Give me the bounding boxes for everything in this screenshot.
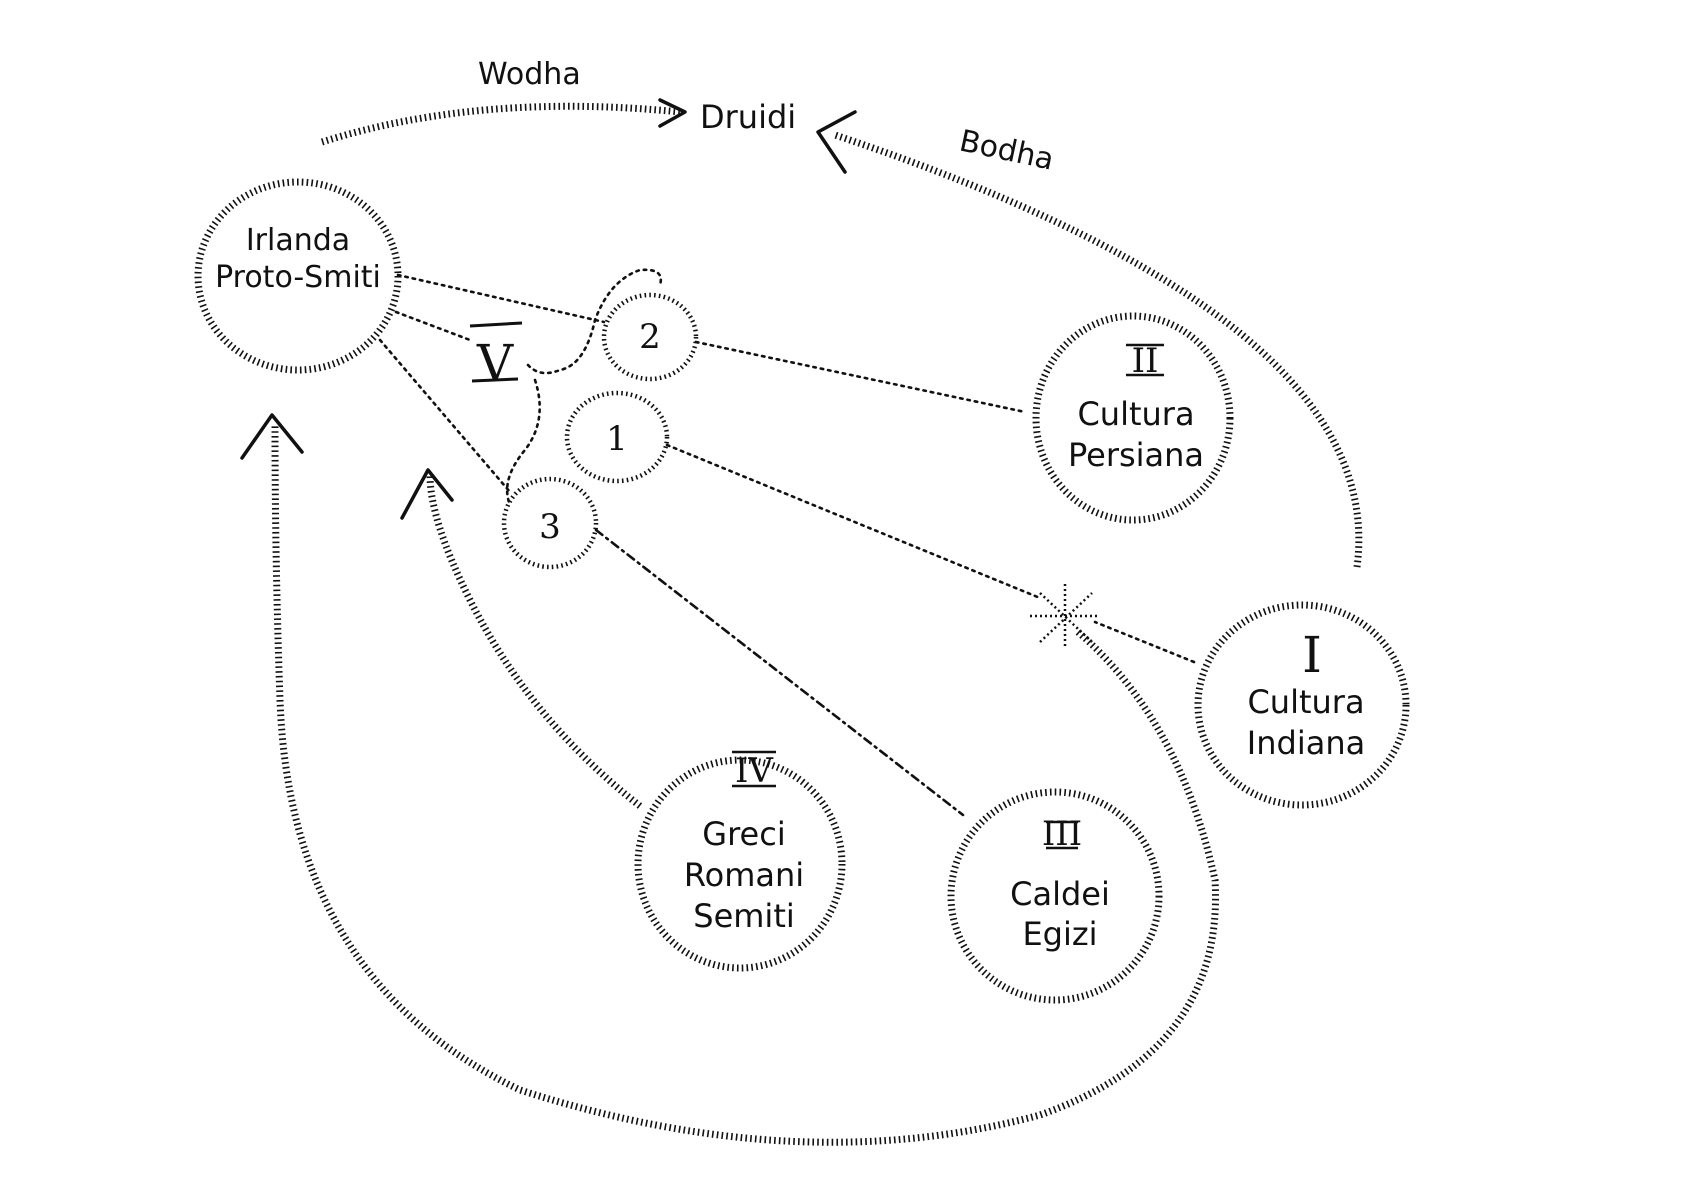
wodha-arrowhead <box>658 98 687 128</box>
convergence-star-icon <box>1030 584 1100 648</box>
circle-three: 3 <box>501 476 599 570</box>
numeral-v-text: V <box>476 334 514 392</box>
bodha-arrowhead <box>816 110 857 174</box>
bodha-arc <box>833 131 1363 568</box>
irlanda-arrowhead <box>240 413 304 460</box>
indiana-numeral: I <box>1302 626 1322 684</box>
indiana-line1: Cultura <box>1247 683 1364 721</box>
connector-irlanda-three <box>378 338 512 494</box>
wodha-label: Wodha <box>478 57 581 92</box>
connector-irlanda-two <box>396 273 606 324</box>
numeral-v: V <box>469 321 523 392</box>
wodha-arc <box>320 102 681 146</box>
connector-three-caldei <box>594 528 965 817</box>
irlanda-circle: Irlanda Proto-Smiti <box>194 178 402 374</box>
greci-to-v-arc <box>426 474 643 809</box>
label-two: 2 <box>639 317 661 357</box>
druidi-label: Druidi <box>700 98 796 136</box>
caldei-line1: Caldei <box>1010 875 1110 913</box>
greci-line1: Greci <box>702 815 785 853</box>
label-three: 3 <box>539 507 561 547</box>
connector-two-persiana <box>694 340 1027 414</box>
greci-circle: IV Greci Romani Semiti <box>634 750 846 972</box>
connector-one-star <box>665 443 1042 600</box>
irlanda-line2: Proto-Smiti <box>215 260 381 295</box>
greci-line3: Semiti <box>693 897 795 935</box>
bodha-label: Bodha <box>956 124 1057 178</box>
connector-irlanda-v <box>394 310 472 342</box>
v-arrowhead <box>400 468 454 520</box>
persiana-line1: Cultura <box>1077 395 1194 433</box>
greci-line2: Romani <box>684 856 804 894</box>
label-one: 1 <box>606 419 628 459</box>
circle-one: 1 <box>564 390 670 484</box>
persiana-circle: II Cultura Persiana <box>1032 312 1234 524</box>
indiana-circle: I Cultura Indiana <box>1194 601 1410 809</box>
caldei-line2: Egizi <box>1022 915 1097 953</box>
caldei-circle: III Caldei Egizi <box>947 788 1163 1004</box>
connector-indiana-star <box>1093 620 1196 664</box>
irlanda-line1: Irlanda <box>246 223 350 258</box>
greci-numeral: IV <box>735 751 774 791</box>
indiana-line2: Indiana <box>1247 724 1365 762</box>
caldei-to-irlanda-arc <box>271 424 1220 1146</box>
circle-two: 2 <box>601 292 699 382</box>
persiana-line2: Persiana <box>1068 436 1204 474</box>
